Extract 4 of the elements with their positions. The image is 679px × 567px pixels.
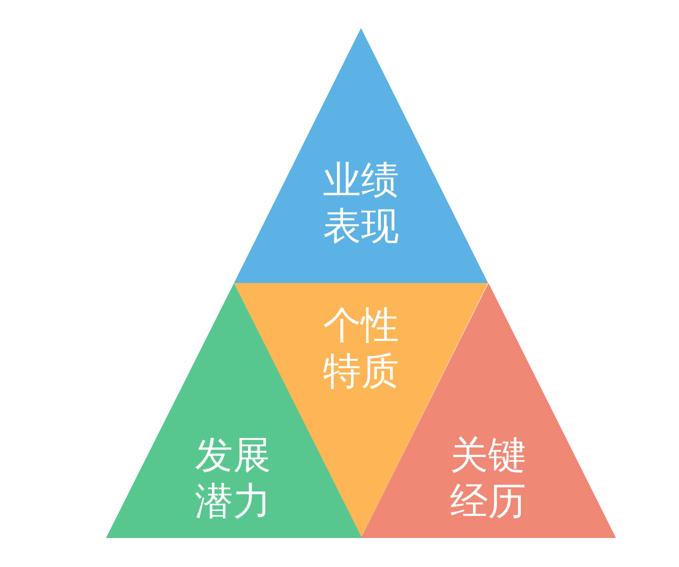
segment-label: 个性特质 [323,302,399,395]
segment-label: 关键经历 [450,432,526,525]
segment-label: 发展潜力 [195,432,271,525]
segment-label: 业绩表现 [323,157,399,250]
